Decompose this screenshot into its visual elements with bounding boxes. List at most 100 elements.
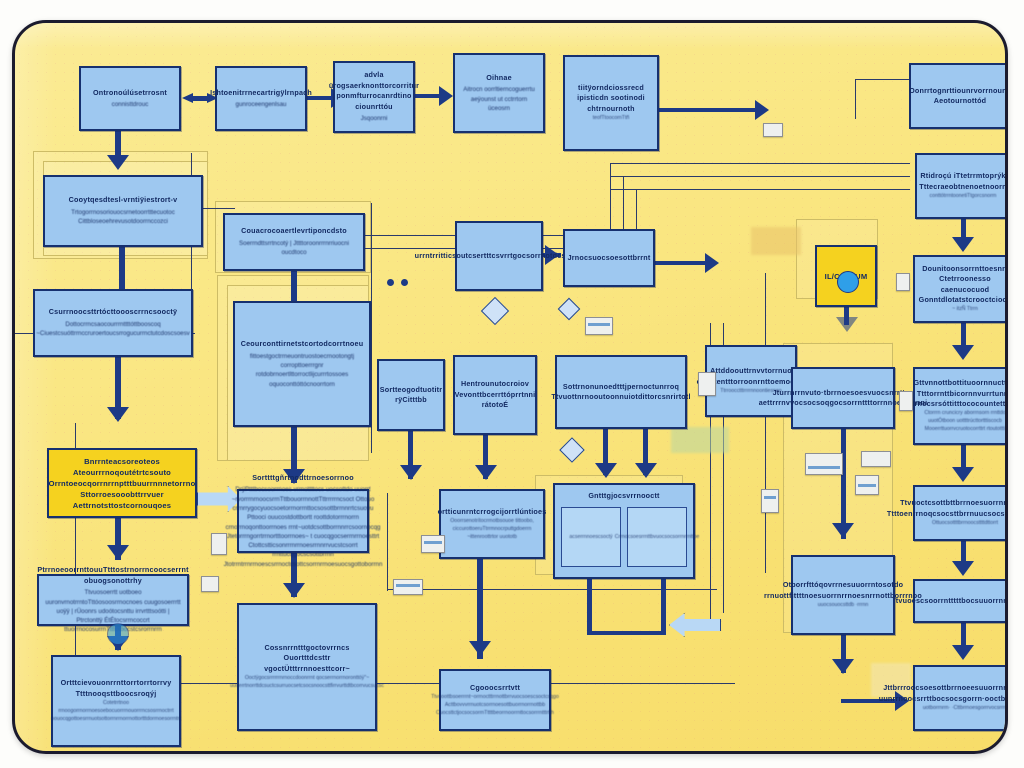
- node-title: Otborrfttóqovrrnesuuorrntosotdo rrnuottf…: [764, 580, 922, 600]
- node-n08[interactable]: Cooytqesdtesl-vrntiÿiestrort-v Trtogorrn…: [43, 175, 203, 247]
- rail-top-1: [610, 163, 910, 165]
- node-subtitle: uotborrnrrn· ·Cttbrrnoesgorrrvocsrrnt: [922, 705, 1008, 712]
- node-n27-sub-b[interactable]: Crrnocsoesrrnttbvuocsocsorrnrrnttoe: [615, 507, 699, 568]
- rail-top-3: [610, 189, 910, 191]
- connector-n20-n19: [115, 357, 121, 419]
- node-n03[interactable]: advla ürogsaerknonttorcorritur ponmfturr…: [329, 61, 419, 133]
- node-title: Sortteogodtuotitr rÿCitttbb: [379, 384, 443, 404]
- node-n32[interactable]: Ttvuoctcsottbttbrrnoesuorrnnrrntoe Tttto…: [887, 485, 1005, 541]
- node-n26[interactable]: Jrnocsuocsoesottbrrnt: [563, 229, 655, 287]
- arrow-down-icon: [475, 465, 497, 480]
- arrow-down-icon: [836, 317, 858, 332]
- rail-bottom-2: [387, 589, 717, 591]
- arrow-down-icon: [832, 523, 854, 538]
- node-n24[interactable]: Cossnrrntttgoctovrrncs Ouortttdcsttr vgo…: [230, 603, 384, 731]
- node-n12[interactable]: Sortteogodtuotitr rÿCitttbb: [377, 359, 445, 431]
- connector-n02-n03: [307, 96, 333, 100]
- dot-connector-icon: [387, 279, 394, 286]
- arrow-down-icon: [283, 469, 305, 484]
- node-n28[interactable]: Cgooocsrrtvtt Ttvuoottbsoerrrnt~orrnoctt…: [431, 669, 559, 731]
- connector-n33-n34: [961, 623, 966, 655]
- sticky-note-icon: [805, 453, 843, 475]
- arrow-right-icon: [895, 691, 909, 711]
- node-n07[interactable]: Rtidroçú iTtetrrmtoprýk Tttecraeobtnenoe…: [915, 153, 1005, 219]
- node-n05[interactable]: tiitÿorndciossrecd ipisticdn sootinodi c…: [563, 55, 659, 151]
- node-subtitle: Ttrroocctttrrrrnnoontiesneo: [720, 388, 782, 395]
- node-title: Sottrnonunoedtttjpernoctunrroq Ttvuottnr…: [551, 381, 691, 401]
- node-n27-container[interactable]: Gntttgjocsvrrnooctt acserrnnoescsoctý Cr…: [553, 483, 699, 579]
- double-arrow-icon: [182, 93, 218, 103]
- node-title: Gntttgjocsvrrnooctt: [588, 491, 660, 500]
- rail-v-7: [723, 323, 725, 613]
- connector-n14-down: [603, 429, 608, 475]
- node-subtitle: Aitrocn oorrltierncoguerrtu aeÿounst ut …: [463, 86, 535, 112]
- node-subtitle: gunroceengenlsau: [235, 101, 287, 109]
- sticky-note-icon: [855, 475, 879, 495]
- node-n30[interactable]: Otborrfttóqovrrnesuuorrntosotdo rrnuottf…: [764, 555, 922, 635]
- node-n27-sub-a[interactable]: acserrnnoescsoctý: [561, 507, 621, 568]
- connector-n19-n21: [115, 518, 121, 560]
- sticky-note-icon: [896, 273, 910, 291]
- node-n06[interactable]: Oonrrtognrttiounrvorrnounv Aeotournottód: [909, 63, 1005, 129]
- node-n14[interactable]: Sottrnonunoedtttjpernoctunrroq Ttvuottnr…: [551, 355, 690, 429]
- diamond-node-icon: [557, 297, 581, 321]
- arrow-down-icon: [952, 345, 974, 360]
- node-n13[interactable]: Hentrounutocroiov Vevonttbcerrttóprrtnni…: [453, 355, 537, 435]
- node-n17[interactable]: Dounitoonsorrnttoesnrt Ctetrroonesso cae…: [913, 255, 1005, 323]
- node-n22[interactable]: Ortttcievouonrrnttorrtorrtorrvy Ttttnooq…: [51, 655, 181, 747]
- node-title: Cgooocsrrtvtt: [469, 682, 521, 692]
- node-n15[interactable]: Attddoouttrnvvtorrnuo corrttentttorroonr…: [697, 345, 805, 417]
- rail-bottom-v: [75, 423, 77, 685]
- node-n34[interactable]: Jttbrrroocsoesottbrrnoeesuuorrnrrnttbocs…: [879, 665, 1008, 731]
- connector-n17-n18: [961, 323, 966, 355]
- scan-smudge: [671, 427, 729, 453]
- arrow-down-icon: [952, 467, 974, 482]
- connector-n07-n17: [961, 219, 966, 243]
- node-subtitle: Cotetrrtnoo rrnoogorrnorrnoesoebocuorrrn…: [51, 700, 181, 722]
- node-n09[interactable]: Couacrocoaertlevrtiponcdsto Soerrndttsrr…: [223, 213, 365, 271]
- connector-n08-n20: [119, 247, 125, 291]
- connector-n32-n33: [961, 541, 966, 569]
- node-title: Ceourconttirnetstcortodcorrtnoeu: [240, 339, 364, 349]
- connector-nested-base: [587, 631, 665, 635]
- node-title: Cooytqesdtesl-vrntiÿiestrort-v: [68, 195, 178, 205]
- node-subtitle: ~ itzÑ Ttrrn: [952, 306, 978, 313]
- node-n18[interactable]: Gttvnnottbottituoornnuctttrs Ttttorrnttb…: [900, 367, 1005, 445]
- arrow-right-icon: [545, 245, 559, 265]
- scan-smudge: [751, 227, 801, 255]
- connector-n14b-down: [643, 429, 648, 475]
- connector-n18-n32: [961, 445, 966, 477]
- node-n01[interactable]: Ontronoúlúsetrrosnt connisttdrouc: [79, 66, 181, 131]
- blob-marker-icon: [837, 271, 859, 293]
- rail-bottom-1: [75, 683, 735, 685]
- node-title: Jrnocsuocsoesottbrrnt: [567, 252, 651, 262]
- node-n02[interactable]: Ishtoenitrrnecartrigÿlrnpach gunroceenge…: [210, 66, 312, 131]
- node-n21[interactable]: PtrrnoeoorrnttouuTtttostrnorrncoocserrnt…: [37, 565, 189, 633]
- arrow-down-icon: [400, 465, 422, 480]
- note-bar: [588, 323, 610, 326]
- rail-bottom-v2: [387, 493, 389, 591]
- node-n23[interactable]: Sorttttgñrtnodttrnoesorrnoo DrÿPtttbocso…: [224, 473, 383, 568]
- node-n19-highlight[interactable]: Bnrrnteacsoreoteos Ateourrrnoqoutétrtcso…: [47, 448, 197, 518]
- note-bar: [396, 584, 420, 587]
- connector-n26-hl: [655, 261, 713, 265]
- arrow-shaft: [192, 96, 208, 101]
- node-n10[interactable]: Ceourconttirnetstcortodcorrtnoeu fittoes…: [233, 301, 371, 427]
- sticky-note-icon: [393, 579, 423, 595]
- arrow-down-icon: [952, 237, 974, 252]
- sticky-note-icon: [585, 317, 613, 335]
- node-title: Sorttttgñrtnodttrnoesorrnoo: [252, 472, 354, 482]
- rail-v-1: [610, 163, 612, 253]
- node-n20[interactable]: Csurrnoocsttrtócttoooscrrncsooctÿ Dottoc…: [33, 289, 193, 357]
- sticky-note-icon: [211, 533, 227, 555]
- node-n11[interactable]: ortticunrntcrrogcijorrtlúntioes Ooorrsen…: [438, 489, 546, 559]
- node-title: Hentrounutocroiov Vevonttbcerrttóprrtnni…: [454, 379, 536, 410]
- rail-v-3: [636, 189, 638, 257]
- node-n33[interactable]: Ttvuoescsoorrntttttbocsuuorrnrrttoorrnn: [891, 579, 1005, 623]
- node-n25[interactable]: urrntrritticsoutcsertttcsvrrtgocsorrnotd…: [415, 221, 583, 291]
- node-title: Attddoouttrnvvtorrnuo corrttentttorroonr…: [696, 366, 806, 386]
- node-n29[interactable]: Jturrnrrnvuto·tbrrnoesoesvuocsnrrttcs ae…: [759, 367, 927, 429]
- connector-n09-n10: [291, 271, 297, 303]
- node-n04[interactable]: Oihnae Aitrocn oorrltierncoguerrtu aeÿou…: [453, 53, 545, 133]
- node-subtitle: Trtogorrnosoriouocsrnetoorrtttecuotoc Ci…: [71, 208, 175, 226]
